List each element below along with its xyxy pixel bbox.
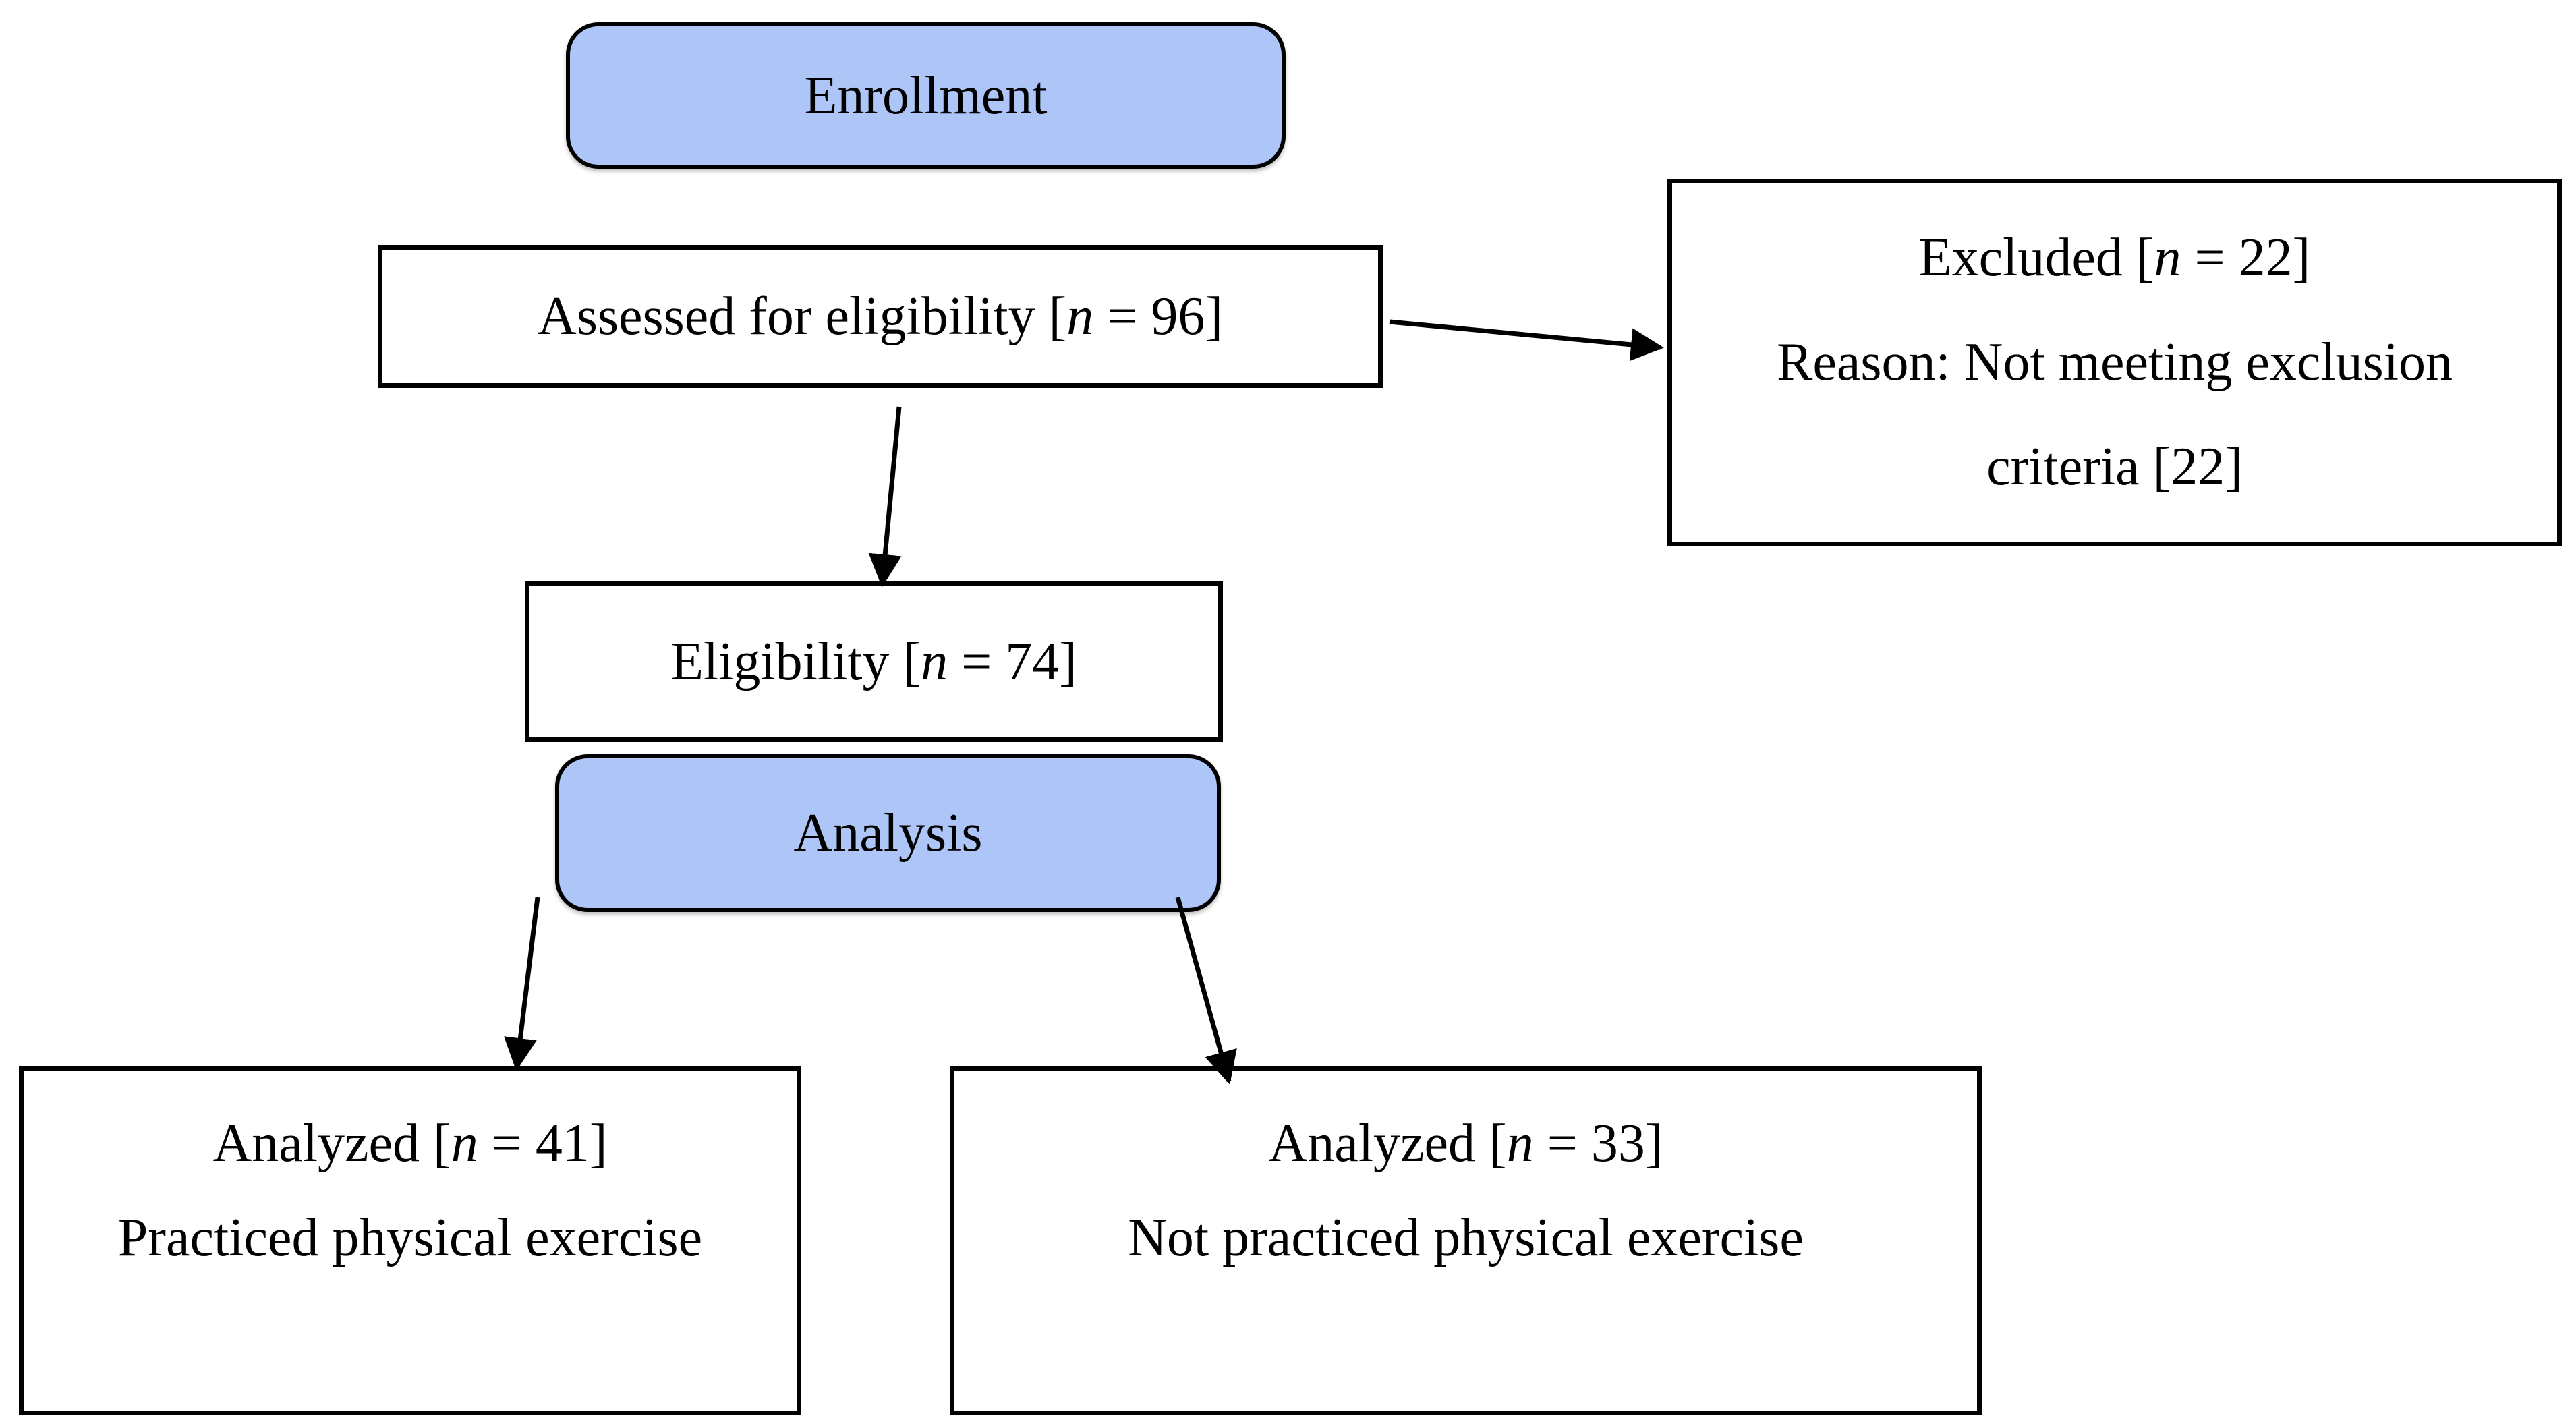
assessed-label-suffix: = 96] <box>1093 287 1224 346</box>
analyzed-no-exercise-prefix: Analyzed [ <box>1268 1114 1507 1173</box>
arrow-assessed-to-eligibility <box>868 406 902 588</box>
analyzed-no-exercise-line2: Not practiced physical exercise <box>1128 1208 1804 1268</box>
eligibility-label-prefix: Eligibility [ <box>670 632 921 691</box>
flow-node-analysis: Analysis <box>555 754 1221 912</box>
arrow-analysis-to-analyzed-no-exercise <box>1175 897 1237 1085</box>
flow-node-enrollment: Enrollment <box>566 22 1286 169</box>
analyzed-exercise-line2: Practiced physical exercise <box>117 1208 703 1268</box>
analysis-label: Analysis <box>793 803 983 863</box>
excluded-line1: Excluded [n = 22] <box>1919 206 2311 310</box>
analyzed-no-exercise-n-italic: n <box>1506 1114 1534 1173</box>
assessed-label: Assessed for eligibility [n = 96] <box>538 289 1223 343</box>
excluded-line3: criteria [22] <box>1986 437 2243 496</box>
assessed-n-italic: n <box>1066 287 1094 346</box>
eligibility-label: Eligibility [n = 74] <box>670 635 1077 689</box>
excluded-n-italic: n <box>2154 228 2181 287</box>
assessed-label-prefix: Assessed for eligibility [ <box>537 287 1067 346</box>
eligibility-label-suffix: = 74] <box>948 632 1077 691</box>
analyzed-exercise-n-italic: n <box>451 1114 478 1173</box>
flow-node-assessed: Assessed for eligibility [n = 96] <box>378 245 1383 388</box>
analyzed-exercise-line1: Analyzed [n = 41] <box>213 1096 608 1191</box>
flow-node-analyzed-exercise: Analyzed [n = 41] Practiced physical exe… <box>19 1066 801 1415</box>
excluded-line1-prefix: Excluded [ <box>1918 228 2154 287</box>
flow-node-eligibility: Eligibility [n = 74] <box>525 581 1223 742</box>
flow-node-analyzed-no-exercise: Analyzed [n = 33] Not practiced physical… <box>950 1066 1982 1415</box>
eligibility-n-italic: n <box>921 632 948 691</box>
excluded-line2: Reason: Not meeting exclusion <box>1776 333 2453 392</box>
flow-node-excluded: Excluded [n = 22] Reason: Not meeting ex… <box>1667 179 2562 546</box>
analyzed-exercise-prefix: Analyzed [ <box>212 1114 451 1173</box>
excluded-line1-suffix: = 22] <box>2181 228 2311 287</box>
arrow-analysis-to-analyzed-exercise <box>504 897 540 1071</box>
analyzed-exercise-suffix: = 41] <box>478 1114 608 1173</box>
analyzed-no-exercise-suffix: = 33] <box>1533 1114 1663 1173</box>
arrow-assessed-to-excluded <box>1389 319 1664 362</box>
analyzed-no-exercise-line1: Analyzed [n = 33] <box>1269 1096 1663 1191</box>
enrollment-label: Enrollment <box>804 65 1048 125</box>
